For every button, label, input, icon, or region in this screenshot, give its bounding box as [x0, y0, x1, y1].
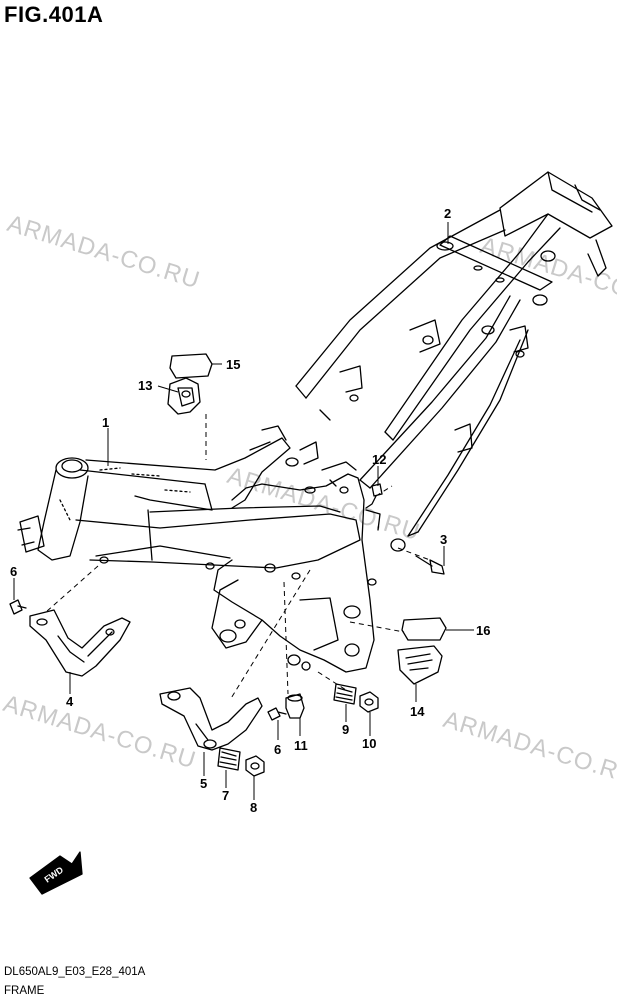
callout-4: 4: [66, 694, 74, 709]
callout-7: 7: [222, 788, 229, 803]
bolt-12: [365, 483, 383, 509]
callout-6-right: 6: [274, 742, 281, 757]
nut-10: [359, 691, 379, 713]
callout-12: 12: [372, 452, 386, 467]
bracket-4: [29, 609, 131, 677]
bracket-5: [159, 687, 263, 751]
bolt-6-right: [267, 707, 287, 721]
callout-10: 10: [362, 736, 376, 751]
figure-title: FIG.401A: [4, 2, 104, 27]
nut-8: [245, 755, 265, 777]
rear-subframe: [285, 171, 613, 552]
diagram-caption: FRAME: [4, 985, 45, 997]
callout-5: 5: [200, 776, 207, 791]
callout-14: 14: [410, 704, 425, 719]
pad-15: [169, 353, 213, 379]
bolt-6-left: [9, 599, 27, 615]
pad-16: [401, 617, 447, 641]
callout-16: 16: [476, 623, 490, 638]
fwd-arrow-icon: [29, 851, 83, 895]
leader-lines: [13, 222, 474, 800]
cover-14: [397, 645, 443, 685]
engine-mount-13: [167, 377, 201, 415]
callout-3: 3: [440, 532, 447, 547]
collar-11: [285, 693, 305, 719]
diagram-code: DL650AL9_E03_E28_401A: [4, 966, 146, 978]
callout-13: 13: [138, 378, 152, 393]
callout-9: 9: [342, 722, 349, 737]
callout-1: 1: [102, 415, 109, 430]
callout-15: 15: [226, 357, 240, 372]
main-frame: [17, 425, 381, 673]
callout-11: 11: [294, 738, 308, 753]
callout-8: 8: [250, 800, 257, 815]
callout-2: 2: [444, 206, 451, 221]
bolt-3: [415, 555, 445, 575]
spring-9: [333, 683, 357, 705]
callout-6-left: 6: [10, 564, 17, 579]
spring-7: [217, 747, 241, 771]
